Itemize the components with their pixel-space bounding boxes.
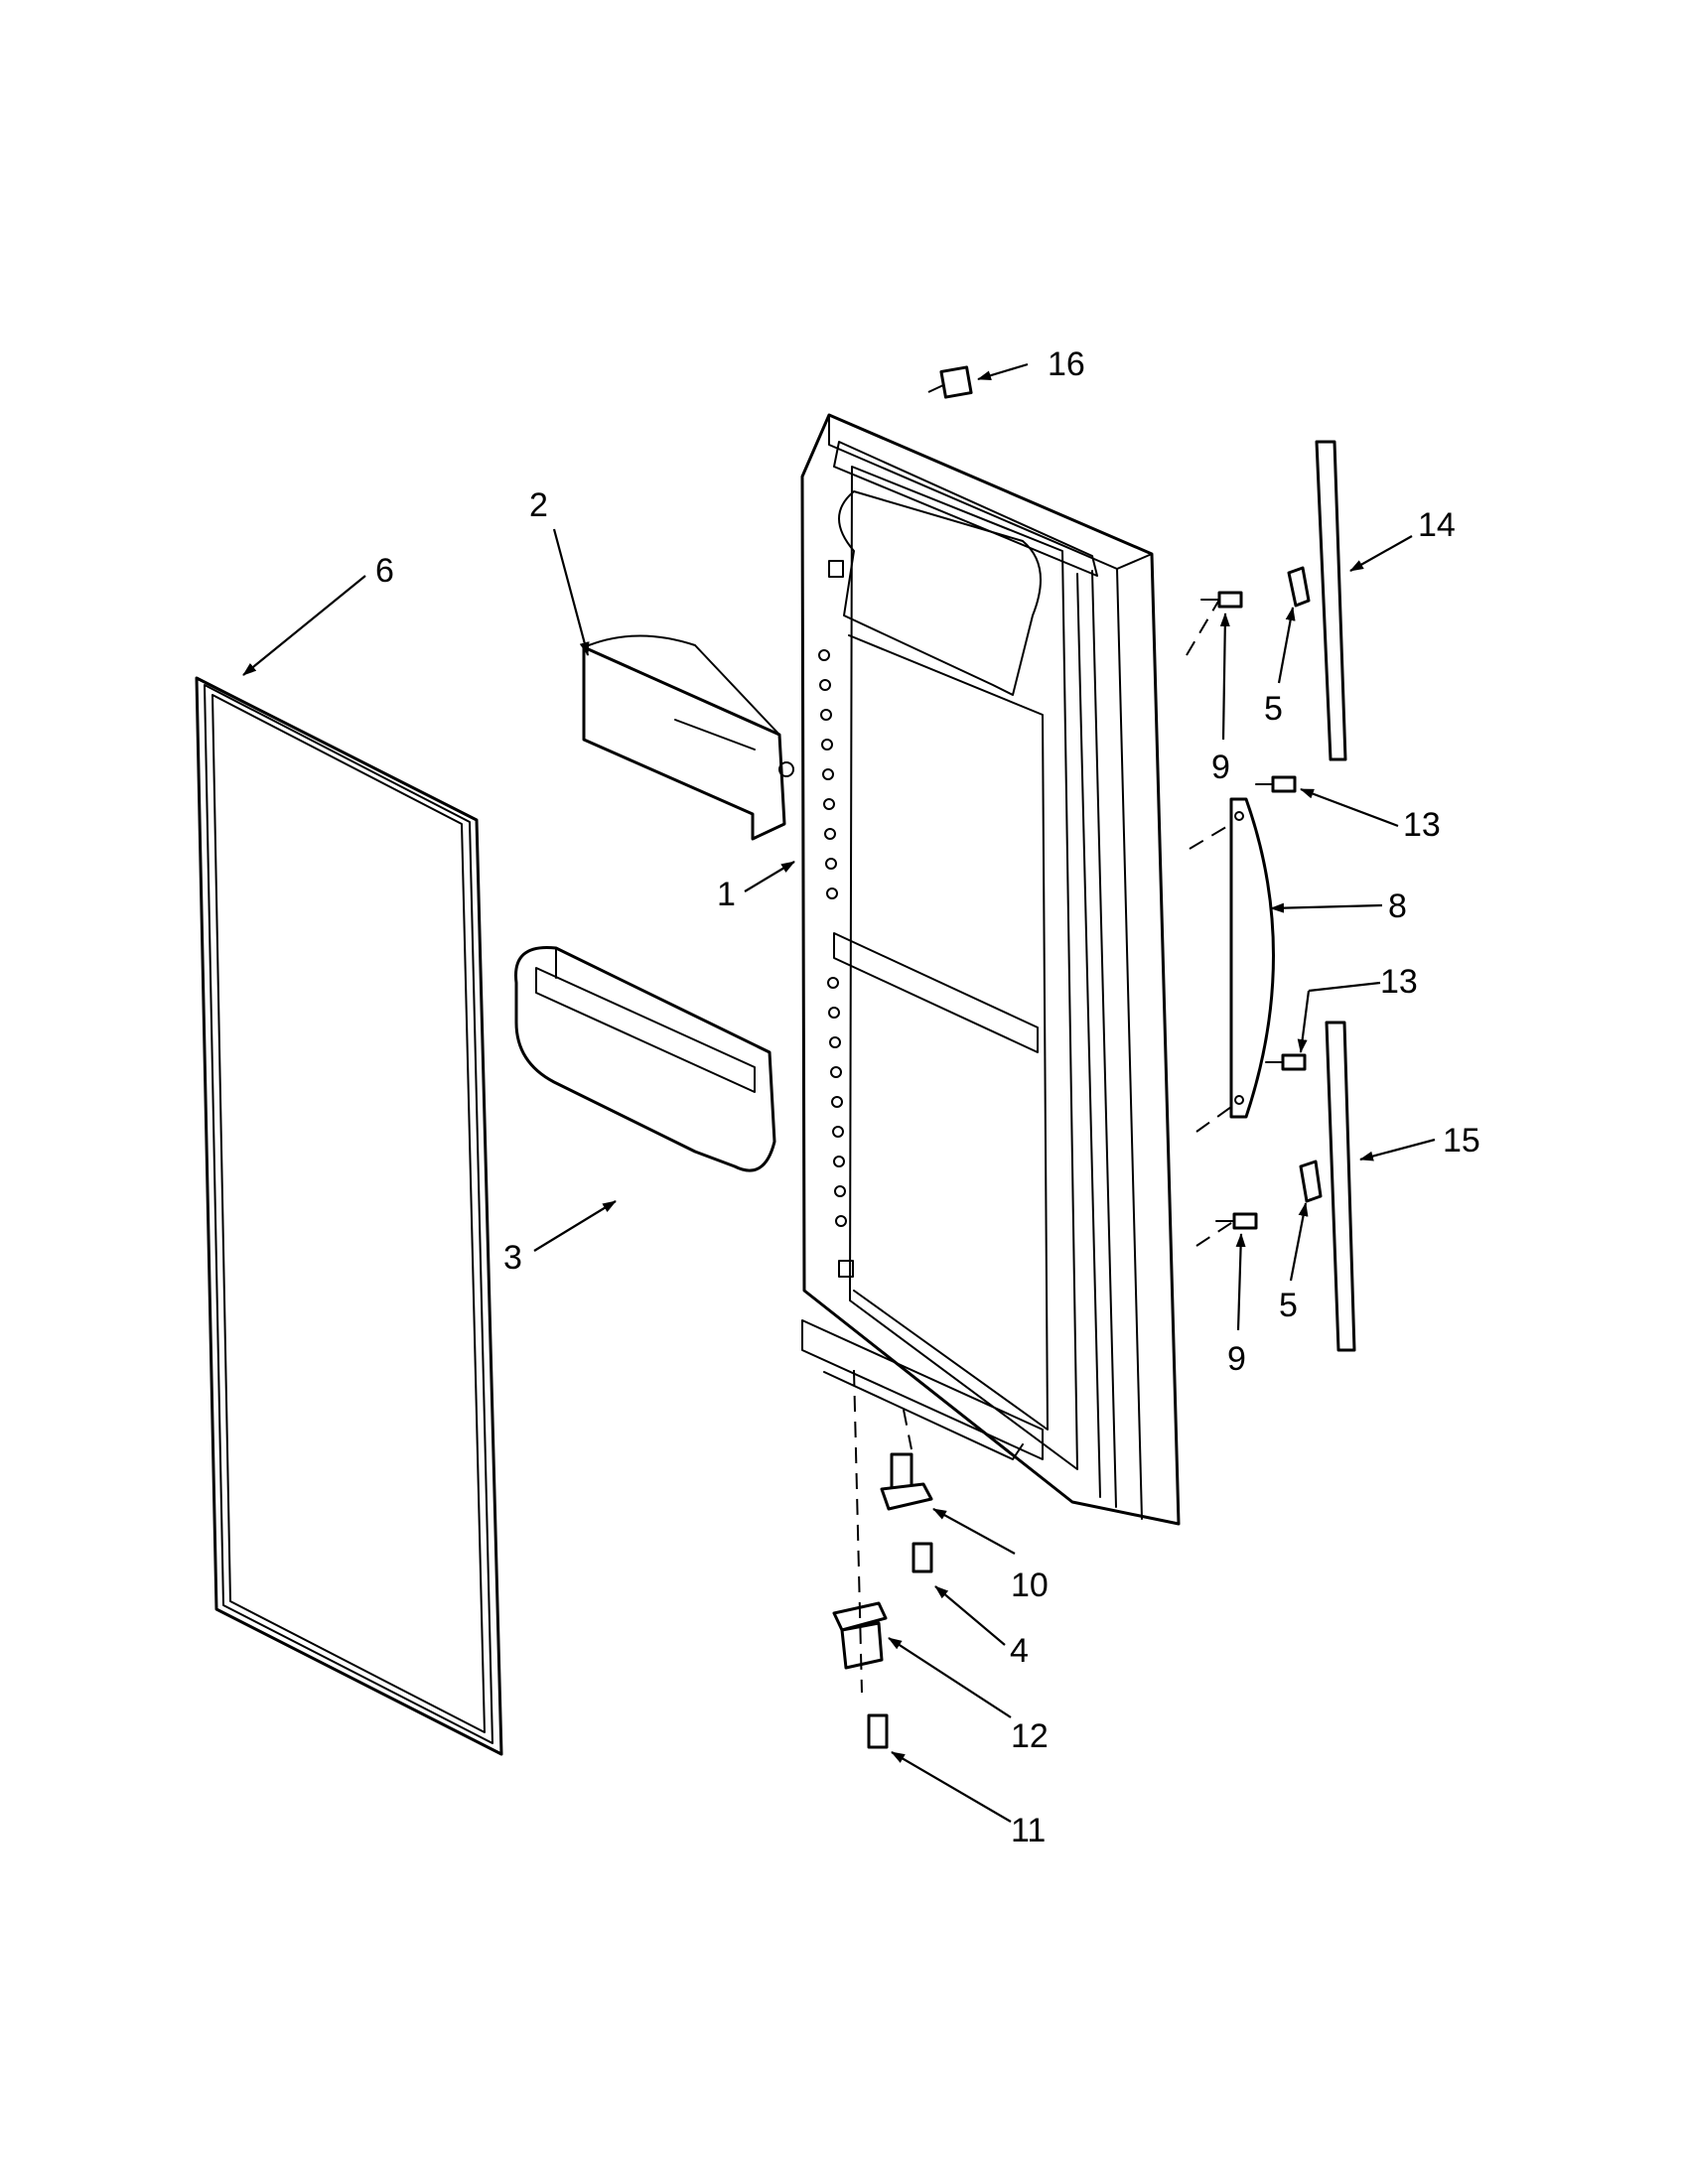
leader-4	[934, 1585, 1006, 1646]
leader-9-lower	[1235, 1233, 1246, 1331]
screw-9-lower	[1215, 1212, 1258, 1230]
callout-14: 14	[1418, 506, 1456, 544]
clip-5-lower	[1299, 1160, 1323, 1203]
trim-strip-14	[1315, 440, 1347, 761]
part-16-label	[939, 365, 973, 399]
shelf-peg-holes	[818, 649, 847, 1227]
callout-12: 12	[1011, 1717, 1049, 1755]
callout-5-lower: 5	[1279, 1287, 1298, 1324]
leader-10	[932, 1508, 1016, 1555]
leader-8	[1270, 902, 1383, 913]
screw-11	[867, 1713, 889, 1749]
trim-strip-15	[1325, 1021, 1356, 1352]
leader-13-upper	[1300, 787, 1399, 828]
callout-2: 2	[529, 486, 548, 524]
screw-13-upper	[1255, 775, 1297, 793]
leader-13-lower	[1308, 981, 1381, 993]
callout-13-lower: 13	[1380, 963, 1418, 1001]
assembly-line-screw-9-upper	[1186, 599, 1220, 656]
leader-11	[891, 1751, 1012, 1823]
callout-1: 1	[717, 876, 736, 913]
dairy-door	[582, 634, 794, 841]
leader-12	[888, 1637, 1012, 1718]
callout-9-upper: 9	[1211, 749, 1230, 786]
callout-3: 3	[503, 1239, 522, 1277]
callout-13-upper: 13	[1403, 806, 1441, 844]
door-handle	[1229, 797, 1275, 1119]
assembly-line-hinge-pin	[903, 1409, 912, 1450]
clip-5-upper	[1287, 566, 1311, 608]
assembly-line-handle-upper	[1189, 823, 1232, 850]
screw-9-upper	[1200, 591, 1243, 609]
screw-4	[912, 1542, 933, 1573]
leader-14	[1349, 535, 1413, 572]
leader-16	[977, 362, 1029, 381]
leader-1	[744, 861, 795, 892]
door-bin	[514, 945, 776, 1172]
leader-5-lower	[1289, 1202, 1309, 1282]
assembly-line-label	[927, 384, 944, 393]
callout-6: 6	[375, 552, 394, 590]
callout-15: 15	[1443, 1122, 1480, 1160]
callout-8: 8	[1388, 887, 1407, 925]
callout-9-lower: 9	[1227, 1340, 1246, 1378]
door-gasket	[195, 676, 503, 1756]
screw-13-lower	[1265, 1053, 1307, 1071]
callout-16: 16	[1048, 345, 1085, 383]
door-liner	[800, 413, 1181, 1526]
leader-13-lower-arrow	[1297, 990, 1311, 1053]
callout-5-upper: 5	[1264, 690, 1283, 728]
callout-11: 11	[1011, 1812, 1046, 1849]
leader-5-upper	[1277, 607, 1296, 684]
leader-6	[242, 575, 366, 676]
callout-4: 4	[1010, 1632, 1029, 1670]
callout-10: 10	[1011, 1567, 1049, 1604]
hinge-pin-10	[880, 1452, 933, 1511]
leader-3	[533, 1200, 617, 1252]
leader-15	[1359, 1138, 1436, 1161]
assembly-line-handle-lower	[1195, 1106, 1232, 1133]
leader-2	[552, 528, 590, 656]
leader-9-upper	[1219, 613, 1230, 741]
assembly-line-hinge	[853, 1369, 863, 1694]
assembly-line-screw-9-lower	[1195, 1220, 1235, 1247]
